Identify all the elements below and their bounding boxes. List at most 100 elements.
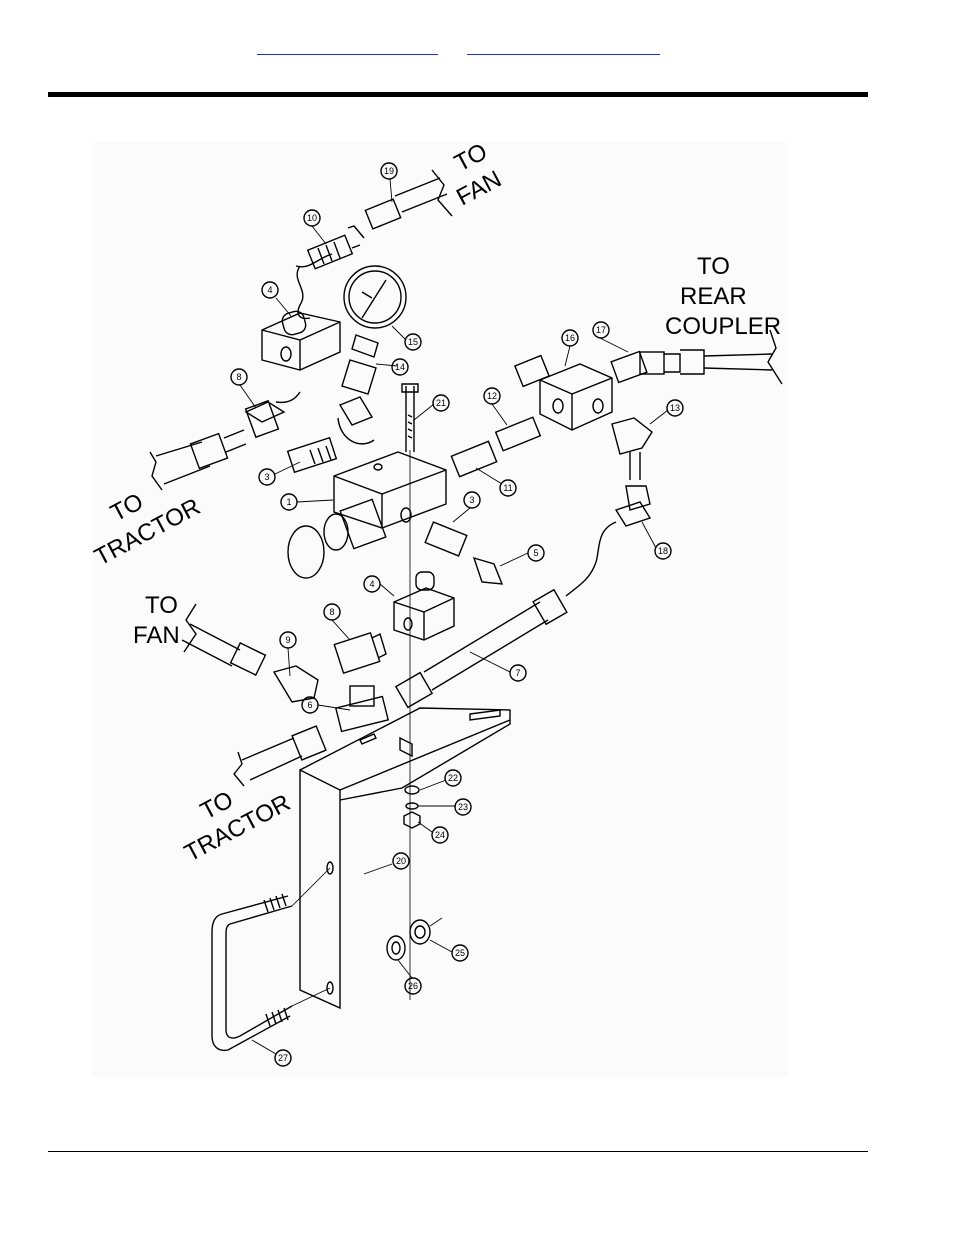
nut-24 <box>403 811 421 829</box>
label-to-fan-left: TO FAN <box>133 592 180 649</box>
washer-22 <box>404 785 420 795</box>
callout-7: 7 <box>509 664 527 682</box>
svg-text:8: 8 <box>236 372 241 382</box>
elbow-17 <box>610 329 783 385</box>
hose-to-fan-left <box>181 603 267 676</box>
bolt-21 <box>401 383 419 1000</box>
elbow-18 <box>565 485 652 597</box>
svg-text:3: 3 <box>264 472 269 482</box>
callout-5: 5 <box>527 544 545 562</box>
svg-text:23: 23 <box>458 802 468 812</box>
pressure-gauge-15 <box>341 265 407 395</box>
tee-8-lower <box>333 631 387 675</box>
callout-16: 16 <box>561 329 579 347</box>
fitting-3-upper <box>286 436 338 474</box>
callout-4-lower: 4 <box>363 575 381 593</box>
fitting-11 <box>450 440 498 478</box>
block-4-lower <box>393 571 455 641</box>
callout-6: 6 <box>301 696 319 714</box>
callout-9: 9 <box>279 631 297 649</box>
svg-text:8: 8 <box>329 607 334 617</box>
fitting-12 <box>494 416 542 452</box>
svg-text:11: 11 <box>503 483 512 493</box>
callout-19: 19 <box>380 162 398 180</box>
tee-6 <box>334 685 390 733</box>
callout-20: 20 <box>392 852 410 870</box>
callout-leaders <box>239 178 669 1055</box>
svg-text:4: 4 <box>369 579 374 589</box>
u-bolt-27 <box>211 867 331 1052</box>
svg-text:7: 7 <box>515 668 520 678</box>
callout-27: 27 <box>274 1049 292 1067</box>
label-to-rear-coupler: TO REAR COUPLER <box>665 253 781 340</box>
washer-26 <box>386 935 406 961</box>
washer-23 <box>405 802 419 810</box>
svg-text:9: 9 <box>285 635 290 645</box>
callout-21: 21 <box>432 394 450 412</box>
svg-text:26: 26 <box>408 981 418 991</box>
bracket-20 <box>299 707 511 1010</box>
callout-4-upper: 4 <box>261 281 279 299</box>
svg-text:12: 12 <box>487 391 497 401</box>
hose-7 <box>394 588 568 709</box>
svg-text:10: 10 <box>307 213 317 223</box>
block-16 <box>513 354 613 431</box>
callout-15: 15 <box>404 333 422 351</box>
svg-text:14: 14 <box>395 362 405 372</box>
callout-8-upper: 8 <box>230 368 248 386</box>
elbow-5 <box>472 556 504 585</box>
elbow-9 <box>272 665 319 703</box>
header-link-2[interactable] <box>467 38 660 55</box>
callout-13: 13 <box>666 399 684 417</box>
callout-18: 18 <box>654 542 672 560</box>
svg-text:13: 13 <box>670 403 680 413</box>
callout-22: 22 <box>444 769 462 787</box>
to-rear-coupler-line1: TO <box>697 253 730 280</box>
svg-text:25: 25 <box>455 948 465 958</box>
valve-block-1 <box>287 451 447 579</box>
svg-text:3: 3 <box>469 495 474 505</box>
callout-3-upper: 3 <box>258 468 276 486</box>
block-4-top <box>261 310 341 371</box>
svg-text:4: 4 <box>267 285 272 295</box>
to-rear-coupler-line2: REAR <box>680 283 747 310</box>
header-link-1[interactable] <box>257 38 438 55</box>
svg-text:27: 27 <box>278 1053 288 1063</box>
label-to-tractor-lower: TO TRACTOR <box>180 786 295 867</box>
fitting-10 <box>306 234 354 270</box>
callout-1: 1 <box>280 493 298 511</box>
svg-text:1: 1 <box>286 497 291 507</box>
elbow-13 <box>611 417 653 480</box>
to-fan-left-line1: TO <box>145 592 178 619</box>
label-to-fan-top: TO FAN <box>450 138 506 211</box>
callout-11: 11 <box>499 479 517 497</box>
callout-23: 23 <box>454 798 472 816</box>
svg-text:20: 20 <box>396 856 406 866</box>
svg-text:24: 24 <box>435 830 445 840</box>
tee-8-upper <box>244 391 301 439</box>
svg-text:6: 6 <box>307 700 312 710</box>
svg-text:18: 18 <box>658 546 668 556</box>
callout-10: 10 <box>303 209 321 227</box>
svg-text:17: 17 <box>596 325 606 335</box>
svg-text:15: 15 <box>408 337 418 347</box>
callout-24: 24 <box>431 826 449 844</box>
to-rear-coupler-line3: COUPLER <box>665 313 781 340</box>
callout-14: 14 <box>391 358 409 376</box>
callout-25: 25 <box>451 944 469 962</box>
tube-upper <box>296 265 311 320</box>
footer-rule <box>48 1151 868 1152</box>
figure-background <box>92 142 788 1077</box>
fitting-3-lower <box>424 521 468 557</box>
callout-3-lower: 3 <box>463 491 481 509</box>
svg-text:22: 22 <box>448 773 458 783</box>
header-rule <box>48 92 868 97</box>
label-to-tractor-upper: TO TRACTOR <box>90 488 205 571</box>
svg-text:5: 5 <box>533 548 538 558</box>
hose-to-tractor-upper <box>149 429 247 491</box>
to-fan-left-line2: FAN <box>133 622 180 649</box>
svg-text:16: 16 <box>565 333 575 343</box>
svg-text:21: 21 <box>436 398 446 408</box>
callout-26: 26 <box>404 977 422 995</box>
nut-25 <box>409 917 443 945</box>
